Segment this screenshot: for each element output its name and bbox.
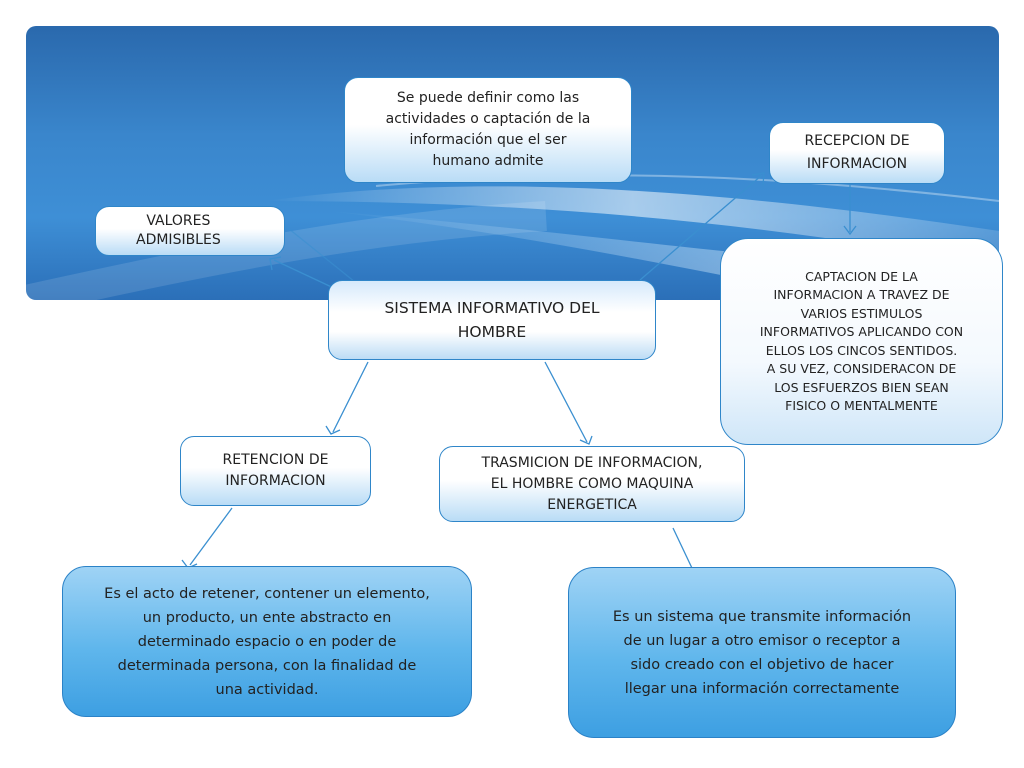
main-text: SISTEMA INFORMATIVO DEL HOMBRE <box>384 299 600 341</box>
retention-desc-text: Es el acto de retener, contener un eleme… <box>104 585 430 698</box>
connector-retention-desc <box>189 507 233 566</box>
definition-text: Se puede definir como las actividades o … <box>385 90 591 169</box>
arrowhead-retention <box>325 425 341 435</box>
retention-desc-node: Es el acto de retener, contener un eleme… <box>62 566 472 717</box>
retention-text: RETENCION DE INFORMACION <box>222 452 329 489</box>
transmission-desc-node: Es un sistema que transmite información … <box>568 567 956 738</box>
reception-text: RECEPCION DE INFORMACION <box>804 133 910 172</box>
capture-text: CAPTACION DE LA INFORMACION A TRAVEZ DE … <box>759 268 964 414</box>
values-text: VALORES ADMISIBLES <box>136 213 221 248</box>
transmission-text: TRASMICION DE INFORMACION, EL HOMBRE COM… <box>481 454 703 513</box>
main-node: SISTEMA INFORMATIVO DEL HOMBRE <box>328 280 656 360</box>
retention-node: RETENCION DE INFORMACION <box>180 436 371 506</box>
definition-node: Se puede definir como las actividades o … <box>344 77 632 183</box>
connector-main-transmission <box>544 361 588 443</box>
capture-node: CAPTACION DE LA INFORMACION A TRAVEZ DE … <box>720 238 1003 445</box>
connector-main-retention <box>332 361 369 433</box>
values-node: VALORES ADMISIBLES <box>95 206 285 256</box>
arrowhead-transmission <box>579 435 593 445</box>
transmission-desc-text: Es un sistema que transmite información … <box>612 608 912 697</box>
reception-node: RECEPCION DE INFORMACION <box>769 122 945 184</box>
transmission-node: TRASMICION DE INFORMACION, EL HOMBRE COM… <box>439 446 745 522</box>
